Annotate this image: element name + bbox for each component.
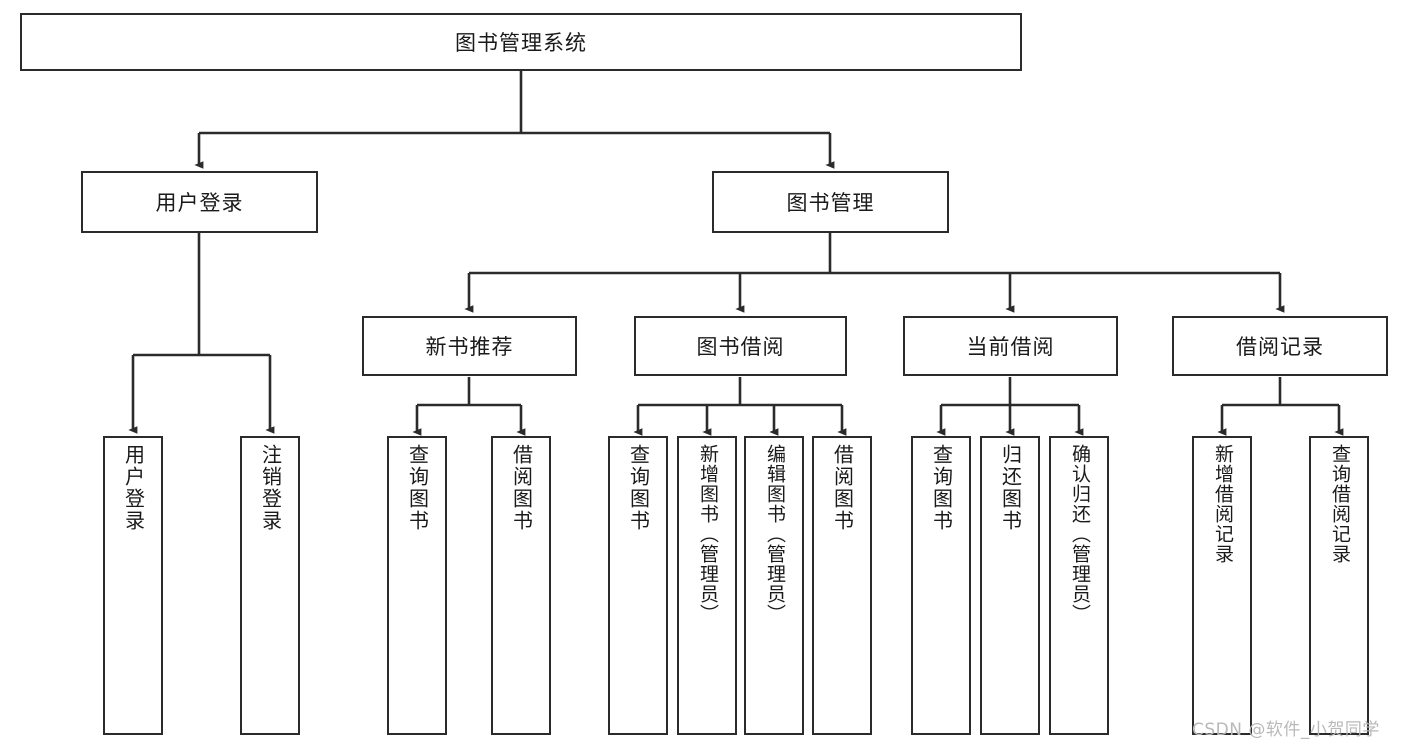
leaf-borrow-borrow-book[interactable]: 借阅图书 — [812, 436, 872, 735]
node-label: 借阅图书 — [830, 444, 855, 532]
leaf-record-query-record[interactable]: 查询借阅记录 — [1309, 436, 1369, 735]
node-label: 图书管理系统 — [455, 31, 587, 55]
leaf-user-login-login[interactable]: 用户登录 — [103, 436, 163, 735]
node-label: 归还图书 — [998, 444, 1023, 532]
node-label: 用户登录 — [155, 191, 244, 215]
node-label: 确认归还（管理员） — [1068, 444, 1091, 624]
leaf-current-query-book[interactable]: 查询图书 — [911, 436, 971, 735]
node-label: 借阅记录 — [1236, 335, 1324, 359]
node-label: 查询图书 — [626, 444, 651, 532]
node-label: 新书推荐 — [425, 335, 514, 359]
node-label: 图书管理 — [786, 191, 875, 215]
leaf-borrow-edit-book[interactable]: 编辑图书（管理员） — [744, 436, 804, 735]
node-root-system[interactable]: 图书管理系统 — [20, 13, 1022, 71]
node-label: 图书借阅 — [696, 335, 785, 359]
node-label: 编辑图书（管理员） — [763, 444, 786, 624]
node-current-borrow[interactable]: 当前借阅 — [903, 316, 1118, 376]
csdn-watermark: CSDN @软件_小贺同学 — [1192, 715, 1380, 740]
leaf-current-return-book[interactable]: 归还图书 — [980, 436, 1040, 735]
node-borrow-record[interactable]: 借阅记录 — [1172, 316, 1388, 376]
node-user-login[interactable]: 用户登录 — [81, 171, 318, 233]
leaf-recommend-borrow-book[interactable]: 借阅图书 — [491, 436, 551, 735]
node-label: 借阅图书 — [509, 444, 534, 532]
leaf-record-add-record[interactable]: 新增借阅记录 — [1192, 436, 1252, 735]
node-label: 查询图书 — [929, 444, 954, 532]
leaf-current-confirm-return[interactable]: 确认归还（管理员） — [1049, 436, 1109, 735]
node-book-management[interactable]: 图书管理 — [712, 171, 949, 233]
node-label: 新增图书（管理员） — [696, 444, 719, 624]
node-label: 当前借阅 — [966, 335, 1055, 359]
node-label: 用户登录 — [121, 444, 146, 532]
leaf-recommend-query-book[interactable]: 查询图书 — [387, 436, 447, 735]
leaf-borrow-add-book[interactable]: 新增图书（管理员） — [677, 436, 737, 735]
node-label: 查询借阅记录 — [1328, 444, 1351, 564]
node-label: 查询图书 — [405, 444, 430, 532]
node-label: 注销登录 — [258, 444, 283, 532]
leaf-user-login-logout[interactable]: 注销登录 — [240, 436, 300, 735]
node-label: 新增借阅记录 — [1211, 444, 1234, 564]
node-book-borrow[interactable]: 图书借阅 — [634, 316, 847, 376]
watermark-text: CSDN @软件_小贺同学 — [1192, 720, 1380, 740]
leaf-borrow-query-book[interactable]: 查询图书 — [608, 436, 668, 735]
node-new-book-recommend[interactable]: 新书推荐 — [362, 316, 577, 376]
